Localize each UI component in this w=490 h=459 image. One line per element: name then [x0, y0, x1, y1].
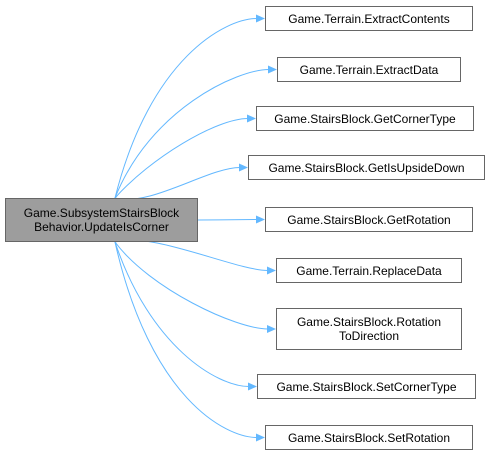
target-node-label: Game.Terrain.ExtractData: [299, 62, 439, 77]
target-node-label: Game.Terrain.ExtractContents: [288, 11, 450, 26]
edge-to-extract-data: [114, 69, 270, 199]
edge-to-set-rotation: [114, 241, 258, 438]
edge-arrowhead: [256, 215, 265, 224]
edge-arrowhead: [268, 65, 277, 74]
target-node-get-rotation[interactable]: Game.StairsBlock.GetRotation: [265, 207, 473, 232]
source-node-label-line1: Game.SubsystemStairsBlock: [23, 206, 180, 220]
target-node-replace-data[interactable]: Game.Terrain.ReplaceData: [276, 258, 462, 283]
edge-arrowhead: [248, 382, 257, 391]
edge-to-extract-contents: [114, 18, 258, 199]
target-node-set-rotation[interactable]: Game.StairsBlock.SetRotation: [265, 425, 473, 450]
edge-to-set-corner-type: [114, 241, 250, 387]
edge-to-get-is-upside-down: [114, 167, 241, 200]
target-node-label: Game.StairsBlock.GetIsUpsideDown: [268, 160, 465, 175]
edge-to-get-rotation: [197, 219, 258, 221]
source-node-update-is-corner[interactable]: Game.SubsystemStairsBlock Behavior.Updat…: [5, 198, 198, 242]
edge-arrowhead: [247, 114, 256, 123]
source-node-label-line2: Behavior.UpdateIsCorner: [34, 220, 169, 234]
target-node-extract-contents[interactable]: Game.Terrain.ExtractContents: [265, 6, 473, 31]
target-node-extract-data[interactable]: Game.Terrain.ExtractData: [277, 57, 461, 82]
edge-to-get-corner-type: [114, 118, 249, 199]
edge-arrowhead: [267, 266, 276, 275]
target-node-get-corner-type[interactable]: Game.StairsBlock.GetCornerType: [256, 106, 474, 131]
target-node-label: Game.Terrain.ReplaceData: [296, 263, 442, 278]
target-node-label: Game.StairsBlock.SetCornerType: [276, 379, 457, 394]
target-node-get-is-upside-down[interactable]: Game.StairsBlock.GetIsUpsideDown: [248, 155, 485, 180]
target-node-label: Game.StairsBlock.GetRotation: [287, 212, 451, 227]
edge-arrowhead: [256, 433, 265, 442]
target-node-label: ToDirection: [338, 329, 400, 343]
target-node-set-corner-type[interactable]: Game.StairsBlock.SetCornerType: [257, 374, 476, 399]
edge-to-rotation-to-direction: [114, 241, 269, 330]
target-node-label: Game.StairsBlock.SetRotation: [287, 430, 451, 445]
edge-arrowhead: [239, 163, 248, 172]
target-node-label: Game.StairsBlock.GetCornerType: [274, 111, 456, 126]
edge-arrowhead: [267, 325, 276, 333]
edge-arrowhead: [256, 14, 265, 23]
target-node-label: Game.StairsBlock.Rotation: [296, 315, 442, 329]
